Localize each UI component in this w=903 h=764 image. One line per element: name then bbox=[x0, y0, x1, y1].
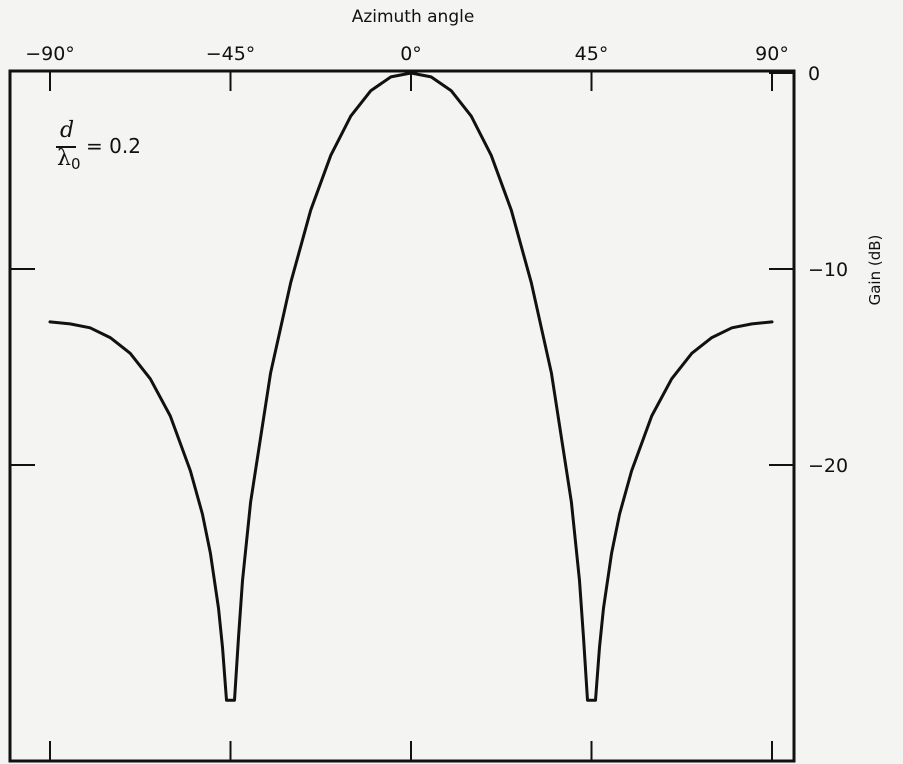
chart-title: Azimuth angle bbox=[352, 7, 475, 27]
x-tick-label: 0° bbox=[400, 43, 422, 65]
x-tick-label: 45° bbox=[575, 43, 609, 65]
x-tick-label: −45° bbox=[206, 43, 256, 65]
gain-curve bbox=[48, 71, 774, 702]
ratio-numerator: d bbox=[60, 118, 75, 143]
x-tick-label: 90° bbox=[755, 43, 789, 65]
y-tick-label: −10 bbox=[808, 259, 848, 281]
plot-frame bbox=[8, 69, 796, 763]
ratio-value-number: 0.2 bbox=[109, 134, 141, 158]
ratio-denominator: λ0 bbox=[57, 146, 81, 173]
ratio-denominator-symbol: λ bbox=[57, 146, 71, 171]
ratio-equals-sign: = bbox=[86, 134, 103, 158]
y-tick-label: 0 bbox=[808, 63, 820, 85]
x-tick-label: −90° bbox=[25, 43, 75, 65]
ratio-denominator-subscript: 0 bbox=[70, 155, 81, 173]
y-axis-label: Gain (dB) bbox=[866, 235, 884, 306]
ratio-value: = 0.2 bbox=[86, 134, 141, 158]
ratio-fraction-bar bbox=[56, 146, 76, 148]
y-tick-label: −20 bbox=[808, 455, 848, 477]
